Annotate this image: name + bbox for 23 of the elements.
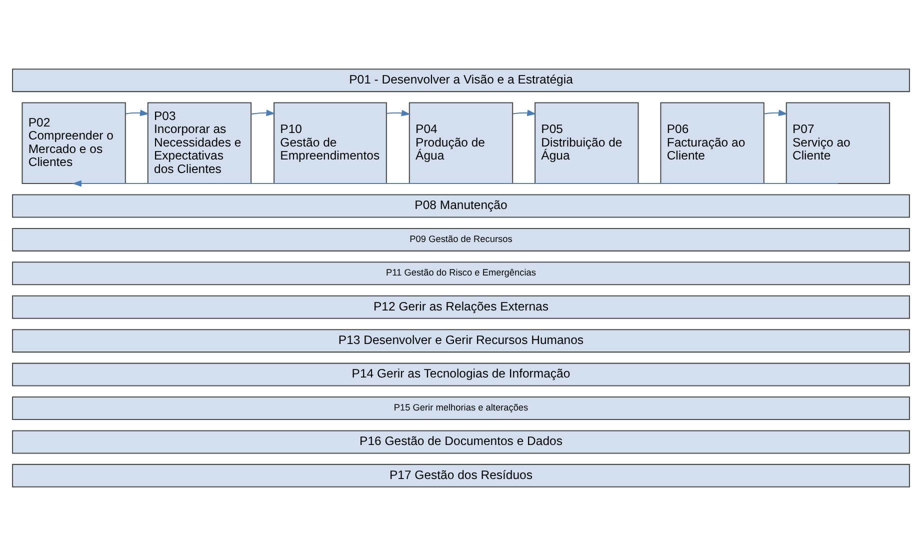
node-box: P15 Gerir melhorias e alterações xyxy=(12,396,910,420)
node-box: P02 Compreender o Mercado e os Clientes xyxy=(22,102,126,184)
arrow xyxy=(72,180,838,186)
arrow xyxy=(386,109,411,116)
node-box: P13 Desenvolver e Gerir Recursos Humanos xyxy=(12,328,910,352)
arrow xyxy=(764,109,788,116)
node-box: P16 Gestão de Documentos e Dados xyxy=(12,430,910,454)
node-box: P07 Serviço ao Cliente xyxy=(786,102,890,184)
node-box: P08 Manutenção xyxy=(12,194,910,218)
node-box: P06 Facturação ao Cliente xyxy=(660,102,764,184)
arrow xyxy=(126,109,150,116)
node-box: P01 - Desenvolver a Visão e a Estratégia xyxy=(12,68,910,92)
node-box: P09 Gestão de Recursos xyxy=(12,227,910,251)
node-box: P03 Incorporar as Necessidades e Expectativas dos Clientes xyxy=(147,102,252,184)
node-box: P14 Gerir as Tecnologias de Informação xyxy=(12,362,910,386)
arrow xyxy=(512,109,536,116)
node-box: P04 Produção de Água xyxy=(408,102,514,184)
node-box: P10 Gestão de Empreendimentos xyxy=(274,102,387,184)
arrow xyxy=(250,109,276,116)
node-box: P12 Gerir as Relações Externas xyxy=(12,294,910,318)
node-box: P05 Distribuição de Água xyxy=(534,102,639,184)
node-box: P17 Gestão dos Resíduos xyxy=(12,463,910,487)
node-box: P11 Gestão do Risco e Emergências xyxy=(12,261,910,285)
